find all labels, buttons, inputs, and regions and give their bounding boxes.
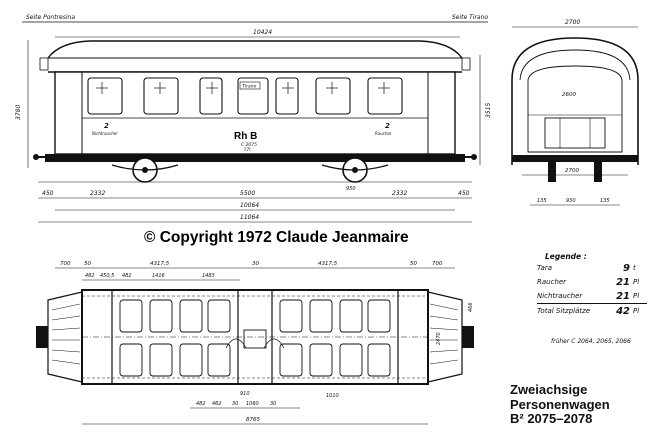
legend-row-name: Raucher: [537, 278, 567, 286]
dim-overall: 11064: [240, 214, 259, 221]
dim-plan-1416: 1416: [152, 273, 165, 279]
legend-row-value: 21: [616, 290, 630, 302]
dim-plan-700b: 700: [432, 261, 443, 267]
dim-wheel: 950: [346, 186, 356, 192]
side-elevation: Seite Pontresina Seite Tirano 10424 3780…: [15, 14, 492, 223]
dim-plan-1483: 1483: [202, 273, 215, 279]
dim-height-right: 3515: [485, 103, 492, 118]
dim-plan-30: 30: [252, 261, 259, 267]
dim-plan-2470: 2470: [436, 332, 442, 345]
former-numbers: früher C 2064, 2065, 2066: [551, 338, 631, 345]
legend-row-name: Tara: [537, 264, 552, 272]
dim-plan-700: 700: [60, 261, 71, 267]
legend-row-value: 42: [616, 305, 630, 317]
class-left: 2: [104, 122, 109, 130]
dim-left: 2332: [90, 190, 105, 197]
cross-section: 2700 2600 2700 135 930 135: [511, 19, 639, 206]
dim-plan-30c: 30: [270, 401, 276, 407]
dim-cross-base: 2700: [565, 168, 579, 174]
dim-cross-b3: 135: [600, 198, 610, 204]
legend-row-unit: Pl: [633, 278, 640, 286]
dim-plan-482: 482: [85, 273, 95, 279]
legend-row-name: Total Sitzplätze: [537, 307, 591, 315]
side-label-right: Seite Tirano: [452, 14, 488, 21]
dim-plan-482b: 482: [122, 273, 132, 279]
class-right: 2: [385, 122, 390, 130]
dim-plan-1060: 1060: [246, 401, 259, 407]
dim-cross-b2: 930: [566, 198, 576, 204]
dim-plan-4317a: 4317,5: [150, 261, 170, 267]
car-sub: 57t: [244, 147, 251, 152]
class-left-sub: Nichtraucher: [92, 131, 118, 136]
title-line-1: Zweiachsige: [510, 382, 588, 397]
door-label: Tirano: [242, 84, 256, 90]
dim-body: 10064: [240, 202, 259, 209]
dim-plan-466: 466: [468, 302, 474, 312]
car-mark: Rh B: [234, 131, 257, 142]
plan-view: 700 50 4317,5 30 4317,5 50 700 482 450,5…: [36, 261, 474, 425]
legend-row-value: 21: [616, 276, 630, 288]
title-line-2: Personenwagen: [510, 396, 610, 412]
dim-height-left: 3780: [15, 105, 22, 120]
dim-right: 2332: [392, 190, 407, 197]
dim-plan-8765: 8765: [246, 417, 260, 423]
legend-row: Nichtraucher 21 Pl: [537, 289, 647, 303]
car-number: C 2075: [241, 142, 257, 148]
legend-row-unit: Pl: [633, 292, 640, 300]
dim-plan-50b: 50: [410, 261, 417, 267]
dim-plan-1010: 1010: [326, 393, 339, 399]
dim-wheelbase: 5500: [240, 190, 255, 197]
legend-row-value: 9: [623, 262, 630, 274]
dim-cross-width: 2700: [565, 19, 580, 26]
title-line-3: B² 2075–2078: [510, 411, 593, 426]
legend-box: Legende : Tara 9 t Raucher 21 Pl Nichtra…: [537, 252, 647, 318]
dim-plan-30b: 30: [232, 401, 238, 407]
legend-row-name: Nichtraucher: [537, 292, 583, 300]
dim-total-top: 10424: [253, 29, 272, 36]
legend-row-unit: Pl: [633, 307, 640, 315]
dim-plan-4317b: 4317,5: [318, 261, 338, 267]
dim-cross-inner: 2600: [562, 92, 576, 98]
dim-plan-462: 462: [212, 401, 222, 407]
dim-cross-b1: 135: [537, 198, 547, 204]
legend-row: Raucher 21 Pl: [537, 275, 647, 289]
dim-plan-50: 50: [84, 261, 91, 267]
dim-plan-450: 450,5: [100, 273, 114, 279]
legend-heading: Legende :: [545, 252, 587, 261]
dim-right-overhang: 450: [458, 190, 470, 197]
side-label-left: Seite Pontresina: [26, 14, 75, 21]
copyright-notice: © Copyright 1972 Claude Jeanmaire: [144, 229, 409, 246]
dim-plan-482c: 482: [196, 401, 206, 407]
drawing-title: Zweiachsige Personenwagen B² 2075–2078: [510, 382, 610, 427]
class-right-sub: Raucher: [375, 131, 392, 136]
dim-plan-910: 910: [240, 391, 250, 397]
legend-row-unit: t: [633, 264, 636, 272]
dim-left-overhang: 450: [42, 190, 54, 197]
legend-row: Tara 9 t: [537, 261, 647, 275]
legend-row-total: Total Sitzplätze 42 Pl: [537, 303, 647, 318]
